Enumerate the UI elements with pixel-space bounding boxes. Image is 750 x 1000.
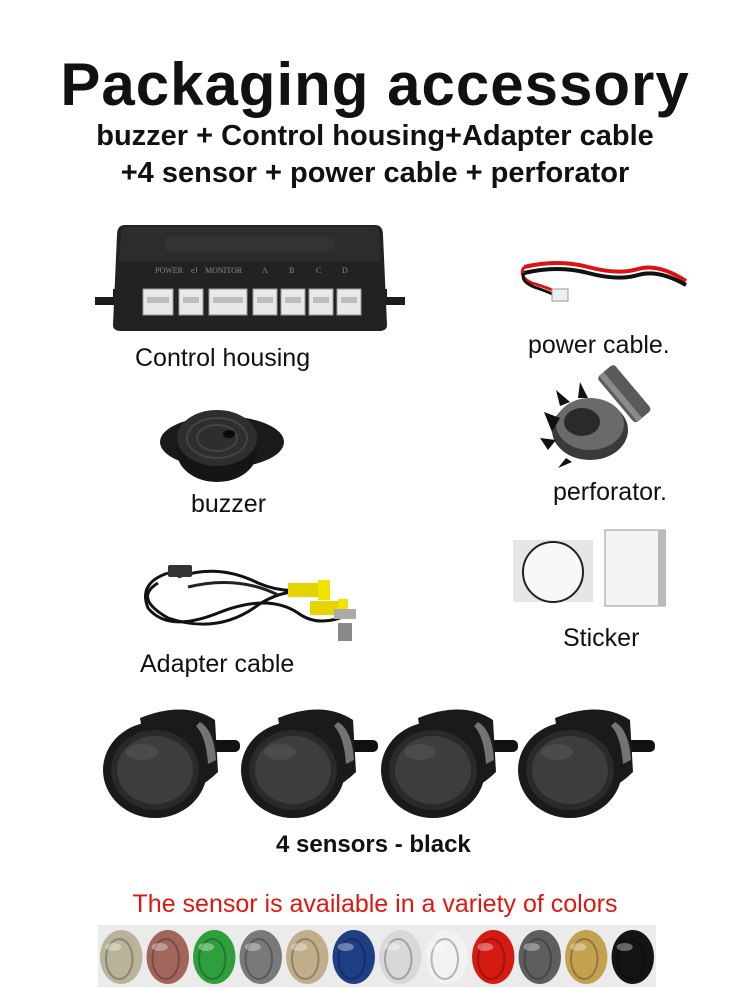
- page-title: Packaging accessory: [60, 51, 690, 118]
- color-sensor-9: [472, 930, 515, 984]
- buzzer-image: [160, 410, 284, 482]
- port-label-d: D: [342, 266, 348, 275]
- buzzer-label: buzzer: [191, 490, 267, 518]
- sensors-label: 4 sensors - black: [276, 831, 471, 858]
- control-housing-label: Control housing: [135, 344, 311, 372]
- control-housing-image: POWER eJ MONITOR A B C D: [95, 225, 405, 331]
- color-sensors-svg: [100, 930, 654, 984]
- subtitle-line-1: buzzer + Control housing+Adapter cable: [96, 120, 654, 152]
- color-sensor-7: [379, 930, 422, 984]
- adapter-cable-label: Adapter cable: [140, 650, 295, 678]
- sticker-label: Sticker: [563, 624, 640, 652]
- port-label-a: A: [262, 266, 268, 275]
- sensor-2: [241, 709, 378, 818]
- sensor-1: [103, 709, 240, 818]
- sensor-4: [518, 709, 655, 818]
- color-sensor-3: [193, 930, 236, 984]
- port-label-c: C: [316, 266, 321, 275]
- perforator-image: [540, 365, 651, 468]
- color-sensor-2: [146, 930, 189, 984]
- adapter-cable-image: [144, 565, 356, 641]
- color-sensor-8: [425, 930, 468, 984]
- port-label-b: B: [289, 266, 294, 275]
- port-label-power: POWER: [155, 266, 184, 275]
- perforator-label: perforator.: [553, 478, 667, 506]
- color-sensor-12: [611, 930, 654, 984]
- color-variety-note: The sensor is available in a variety of …: [132, 890, 618, 918]
- port-label-ej: eJ: [191, 266, 198, 275]
- sticker-image: [513, 529, 666, 607]
- power-cable-label: power cable.: [528, 331, 670, 359]
- color-sensor-10: [518, 930, 561, 984]
- subtitle-line-2: +4 sensor + power cable + perforator: [120, 157, 630, 189]
- port-label-monitor: MONITOR: [205, 266, 243, 275]
- sensor-3: [381, 709, 518, 818]
- color-sensor-1: [100, 930, 143, 984]
- color-sensor-5: [286, 930, 329, 984]
- power-cable-image: [520, 261, 688, 302]
- color-sensor-4: [239, 930, 282, 984]
- color-sensors-strip: [98, 925, 656, 987]
- color-sensor-11: [565, 930, 608, 984]
- sensors-row: [100, 700, 660, 825]
- color-sensor-6: [332, 930, 375, 984]
